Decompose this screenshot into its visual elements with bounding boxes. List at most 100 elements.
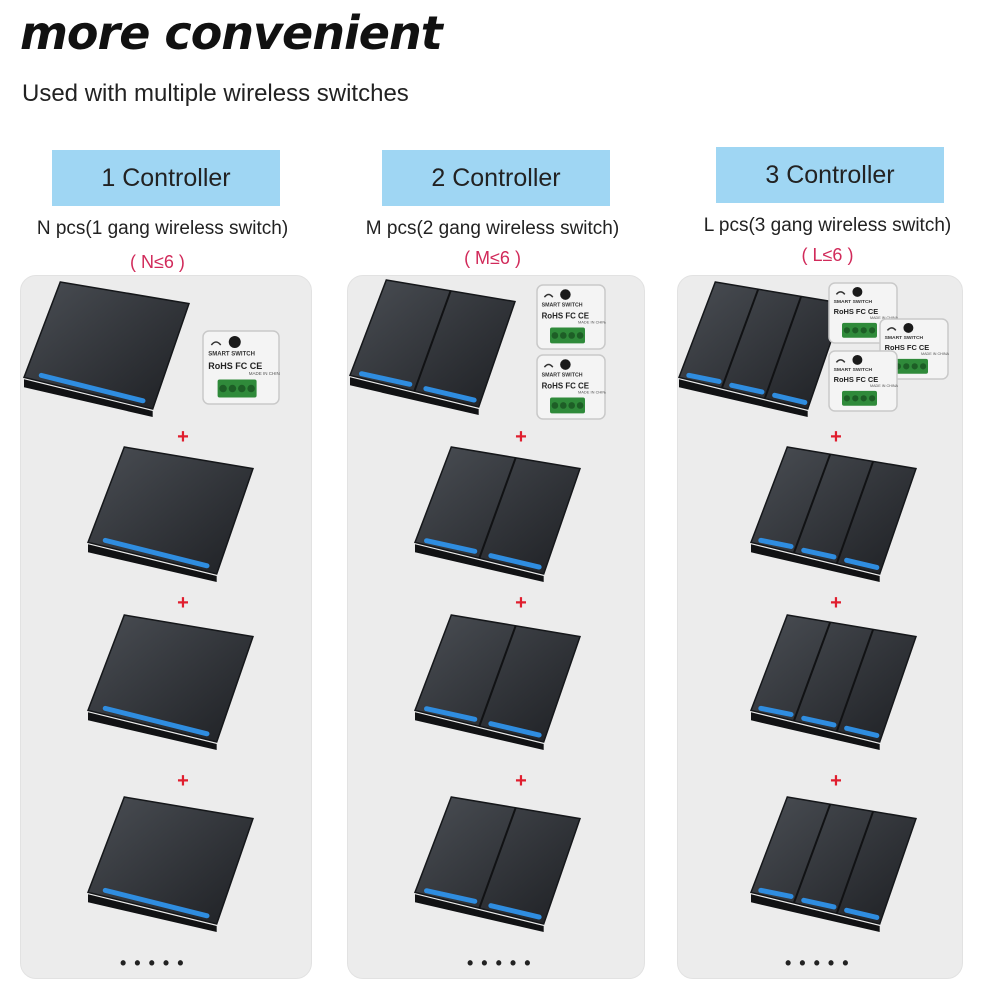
more-indicator: ••••• — [120, 953, 192, 973]
wireless-switch-1gang — [86, 614, 254, 750]
terminal-screw — [869, 327, 876, 334]
plus-sign: + — [830, 770, 842, 792]
terminal-screw — [860, 327, 867, 334]
module-marks: RoHS FC CE — [542, 381, 589, 390]
wireless-switch-2gang — [413, 614, 581, 750]
led-indicator — [102, 705, 210, 737]
wifi-icon — [835, 291, 846, 295]
wireless-switch-2gang — [413, 446, 581, 582]
gang-divider — [478, 625, 517, 727]
module-button — [560, 359, 571, 370]
module-origin: MADE IN CHINA — [578, 390, 606, 395]
terminal-screw — [843, 395, 850, 402]
module-brand: SMART SWITCH — [208, 352, 255, 358]
page-subtitle: Used with multiple wireless switches — [22, 80, 409, 107]
wifi-icon — [835, 359, 846, 363]
gang-divider — [792, 621, 832, 722]
terminal-screw — [568, 402, 575, 409]
controller-badge: 1 Controller — [52, 150, 280, 206]
gang-divider — [835, 461, 875, 564]
led-indicator — [758, 887, 794, 899]
wireless-switch-1gang — [86, 446, 254, 582]
module-marks: RoHS FC CE — [542, 311, 589, 320]
terminal-block — [842, 390, 877, 406]
switch-count-limit: ( M≤6 ) — [464, 248, 521, 268]
terminal-screw — [843, 327, 850, 334]
plus-sign: + — [515, 770, 527, 792]
switch-edge — [24, 379, 153, 417]
wireless-switch-3gang — [749, 614, 917, 750]
switch-count-limit: ( N≤6 ) — [130, 252, 185, 272]
gang-divider — [835, 629, 875, 732]
terminal-block — [842, 322, 877, 338]
terminal-block — [893, 358, 928, 374]
terminal-screw — [576, 332, 584, 339]
plus-sign: + — [515, 426, 527, 448]
wireless-switch-2gang — [413, 796, 581, 932]
led-indicator — [488, 903, 542, 920]
led-indicator — [424, 706, 478, 722]
gang-divider — [720, 288, 760, 389]
controller-badge: 3 Controller — [716, 147, 944, 203]
led-indicator — [686, 372, 722, 384]
switch-count-description: N pcs(1 gang wireless switch) — [36, 218, 289, 239]
module-marks: RoHS FC CE — [834, 375, 879, 384]
module-button — [228, 336, 241, 348]
terminal-screw — [560, 332, 567, 339]
gang-divider — [478, 457, 517, 559]
module-button — [903, 322, 914, 333]
terminal-screw — [852, 395, 859, 402]
led-indicator — [488, 553, 542, 570]
plus-sign: + — [177, 770, 189, 792]
terminal-screw — [551, 402, 559, 409]
wifi-icon — [210, 341, 222, 346]
switch-face — [22, 281, 190, 410]
wireless-switch-1gang — [86, 796, 254, 932]
switch-edge — [415, 544, 544, 582]
led-indicator — [758, 705, 794, 717]
more-indicator: ••••• — [785, 953, 857, 973]
terminal-screw — [238, 384, 246, 393]
led-indicator — [359, 371, 413, 387]
plus-sign: + — [515, 592, 527, 614]
switch-count-limit: ( L≤6 ) — [801, 245, 854, 265]
terminal-screw — [852, 327, 859, 334]
gang-divider — [413, 290, 452, 392]
switch-count-description: M pcs(2 gang wireless switch) — [365, 218, 620, 239]
wifi-icon — [543, 293, 554, 298]
led-indicator — [102, 887, 210, 919]
led-indicator — [844, 907, 880, 920]
terminal-screw — [860, 395, 867, 402]
module-brand: SMART SWITCH — [834, 367, 873, 373]
switch-edge — [88, 544, 217, 582]
wireless-switch-3gang — [749, 796, 917, 932]
module-brand: SMART SWITCH — [542, 302, 583, 308]
led-indicator — [424, 538, 478, 554]
led-indicator — [801, 547, 837, 560]
led-indicator — [729, 382, 765, 395]
terminal-screw — [228, 384, 237, 393]
switch-edge — [415, 894, 544, 932]
switch-edge — [751, 544, 880, 582]
column-1-controller: 1 Controller N pcs(1 gang wireless switc… — [0, 0, 330, 1000]
terminal-screw — [560, 402, 567, 409]
plus-sign: + — [177, 426, 189, 448]
terminal-screw — [576, 402, 584, 409]
switch-face — [86, 446, 254, 575]
module-origin: MADE IN CHINA — [870, 316, 898, 320]
led-indicator — [801, 897, 837, 910]
led-indicator — [424, 888, 478, 904]
switch-edge — [350, 377, 479, 415]
module-marks: RoHS FC CE — [834, 307, 879, 316]
led-indicator — [801, 715, 837, 728]
switch-face — [86, 796, 254, 925]
terminal-screw — [568, 332, 575, 339]
gang-divider — [792, 453, 832, 554]
gang-divider — [763, 296, 803, 399]
gang-divider — [835, 811, 875, 914]
terminal-screw — [551, 332, 559, 339]
controller-badge: 2 Controller — [382, 150, 610, 206]
